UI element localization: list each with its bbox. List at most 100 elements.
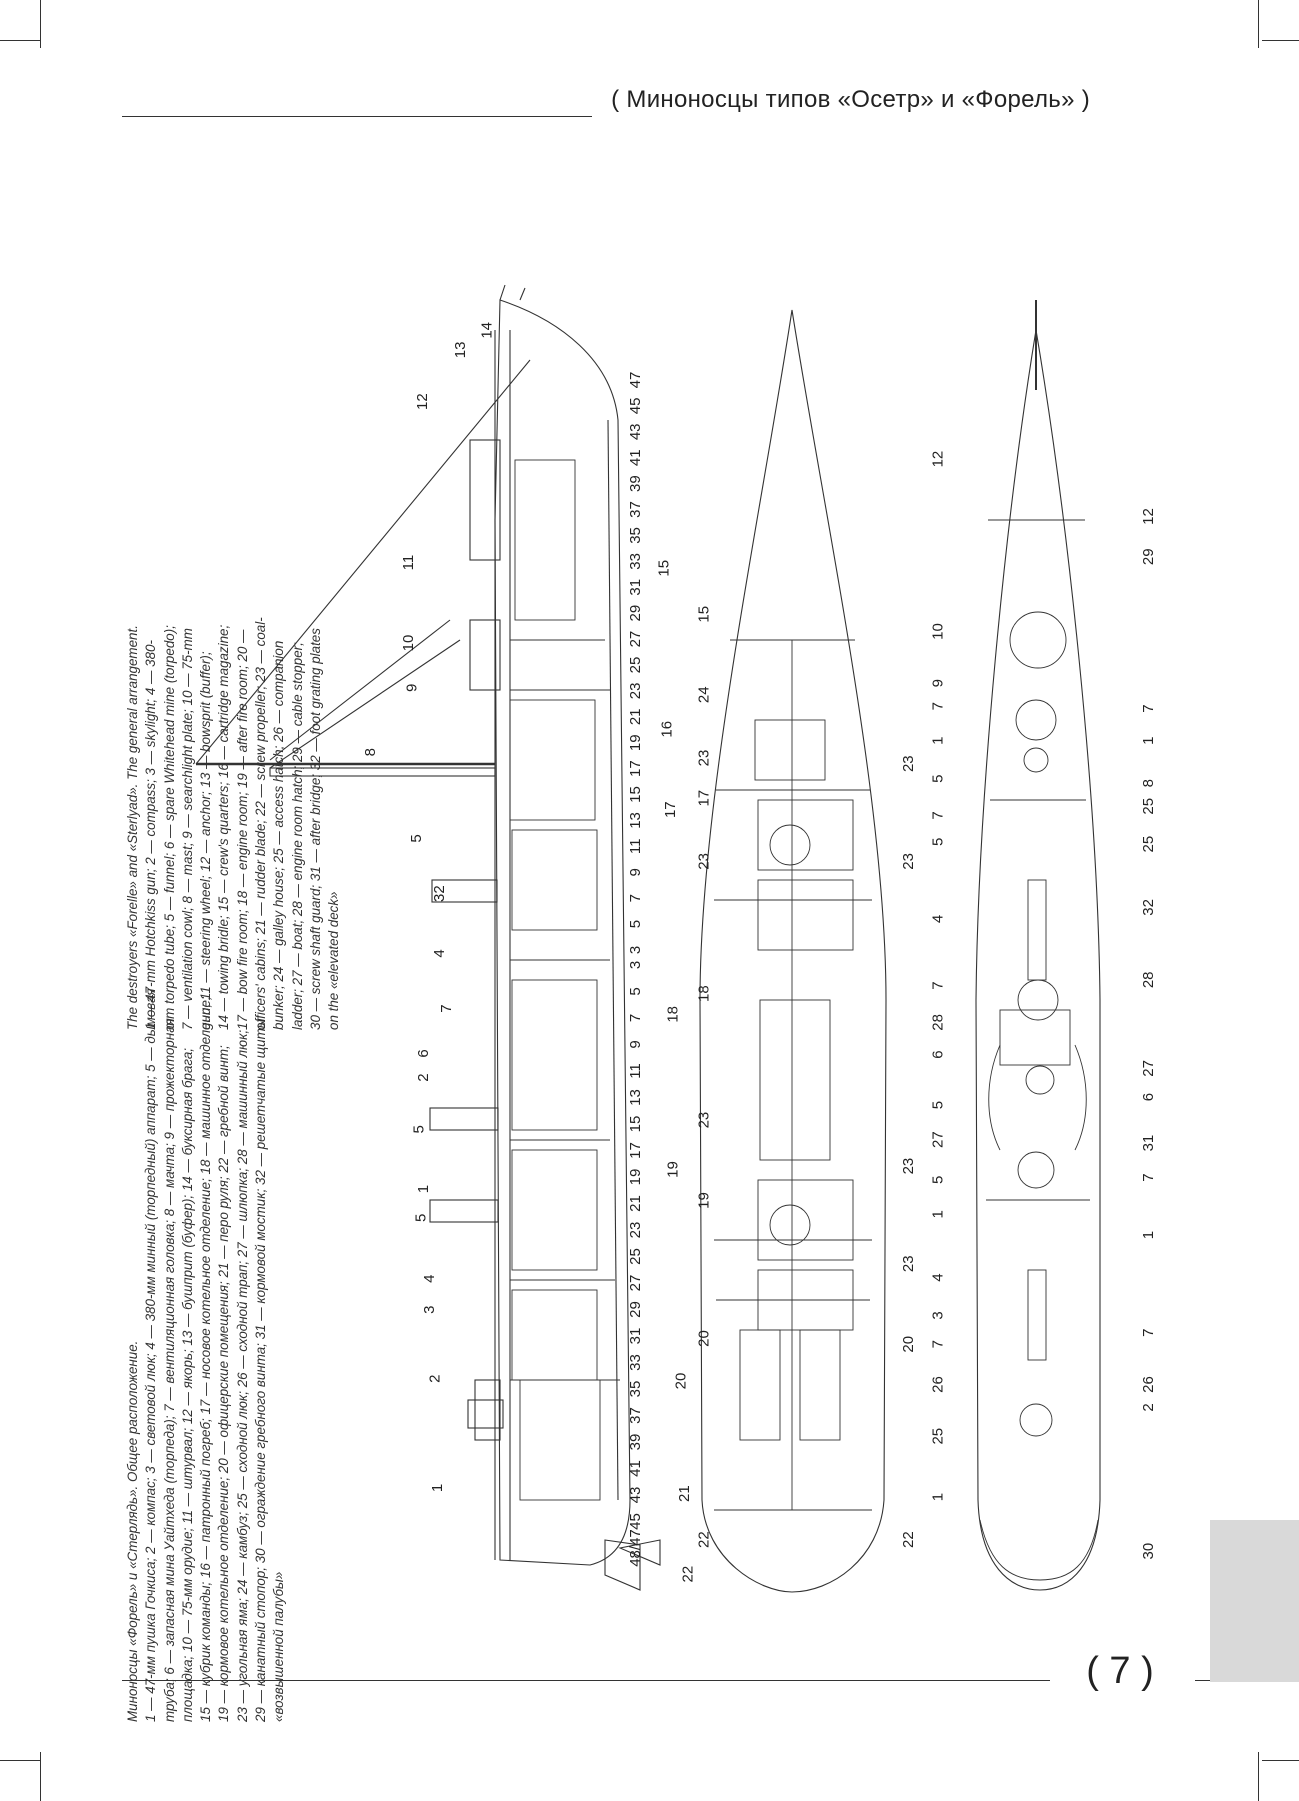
callout-number: 31 bbox=[627, 1328, 644, 1345]
callout-number: 6 bbox=[1140, 1093, 1157, 1101]
callout-number: 8 bbox=[362, 748, 379, 756]
top-view-drawing bbox=[975, 300, 1101, 1591]
callout-number: 22 bbox=[696, 1531, 713, 1548]
callout-number: 4 bbox=[930, 915, 947, 923]
callout-number: 35 bbox=[627, 527, 644, 544]
callout-number: 22 bbox=[900, 1531, 917, 1548]
callout-number: 15 bbox=[655, 560, 672, 577]
crop-mark bbox=[1262, 1760, 1299, 1761]
callout-number: 25 bbox=[627, 657, 644, 674]
callout-number: 39 bbox=[627, 1434, 644, 1451]
callout-number: 1 bbox=[930, 1210, 947, 1218]
callout-number: 12 bbox=[1140, 508, 1157, 525]
callout-number: 37 bbox=[627, 1407, 644, 1424]
propeller bbox=[618, 1539, 661, 1566]
running-header-title: ( Миноносцы типов «Осетр» и «Форель» ) bbox=[611, 86, 1090, 113]
callout-number: 4 bbox=[431, 949, 448, 957]
callout-number: 18 bbox=[664, 1006, 681, 1023]
callout-number: 15 bbox=[627, 786, 644, 803]
callout-number: 23 bbox=[900, 853, 917, 870]
callout-number: 20 bbox=[673, 1373, 690, 1390]
callout-number: 18 bbox=[696, 985, 713, 1002]
callout-number: 1 bbox=[1140, 737, 1157, 745]
callout-number: 1 bbox=[930, 737, 947, 745]
thumb-tab bbox=[1210, 1520, 1299, 1682]
callout-number: 5 bbox=[627, 987, 644, 995]
callout-number: 5 bbox=[408, 834, 425, 842]
callout-number: 5 bbox=[627, 920, 644, 928]
callout-number: 2 bbox=[1140, 1403, 1157, 1411]
callout-number: 29 bbox=[1140, 548, 1157, 565]
callout-number: 25 bbox=[930, 1428, 947, 1445]
deck-plan-drawing bbox=[699, 309, 887, 1593]
callout-number: 23 bbox=[900, 1158, 917, 1175]
bowsprit bbox=[499, 284, 526, 301]
callout-number: 1 bbox=[930, 1493, 947, 1501]
callout-number: 1 bbox=[429, 1484, 446, 1492]
crop-mark bbox=[40, 0, 41, 48]
callout-number: 23 bbox=[696, 1112, 713, 1129]
funnel bbox=[431, 879, 498, 903]
callout-number: 21 bbox=[676, 1485, 693, 1502]
callout-number: 23 bbox=[627, 683, 644, 700]
callout-number: 27 bbox=[627, 1275, 644, 1292]
rudder bbox=[604, 1539, 641, 1591]
callout-number: 23 bbox=[900, 1255, 917, 1272]
callout-number: 22 bbox=[679, 1566, 696, 1583]
callout-number: 7 bbox=[438, 1004, 455, 1012]
callout-number: 26 bbox=[930, 1376, 947, 1393]
callout-number: 32 bbox=[1140, 899, 1157, 916]
callout-number: 23 bbox=[696, 853, 713, 870]
callout-number: 29 bbox=[627, 1301, 644, 1318]
callout-number: 45 bbox=[627, 1513, 644, 1530]
callout-number: 9 bbox=[404, 684, 421, 692]
callout-number: 35 bbox=[627, 1381, 644, 1398]
callout-number: 25 bbox=[1140, 836, 1157, 853]
callout-number: 7 bbox=[930, 1340, 947, 1348]
crop-mark bbox=[1258, 1752, 1259, 1801]
header-rule bbox=[122, 116, 592, 117]
callout-number: 5 bbox=[410, 1125, 427, 1133]
callout-number: 11 bbox=[627, 839, 644, 855]
callout-number: 1 bbox=[415, 1185, 432, 1193]
callout-number: 48/47 bbox=[627, 1529, 644, 1567]
crop-mark bbox=[1262, 40, 1299, 41]
callout-number: 32 bbox=[431, 885, 448, 902]
callout-number: 6 bbox=[415, 1049, 432, 1057]
crop-mark bbox=[0, 40, 40, 41]
callout-number: 19 bbox=[627, 734, 644, 751]
callout-number: 1 bbox=[1140, 1231, 1157, 1239]
callout-number: 6 bbox=[930, 1050, 947, 1058]
callout-number: 43 bbox=[627, 423, 644, 440]
callout-number: 20 bbox=[900, 1336, 917, 1353]
callout-number: 12 bbox=[414, 393, 431, 410]
callout-number: 28 bbox=[1140, 971, 1157, 988]
callout-number: 25 bbox=[627, 1248, 644, 1265]
callout-number: 33 bbox=[627, 1354, 644, 1371]
callout-number: 7 bbox=[930, 811, 947, 819]
callout-number: 33 bbox=[627, 553, 644, 570]
callout-number: 23 bbox=[696, 750, 713, 767]
callout-number: 19 bbox=[664, 1161, 681, 1178]
callout-number: 27 bbox=[627, 631, 644, 648]
callout-number: 17 bbox=[627, 760, 644, 777]
callout-number: 28 bbox=[930, 1014, 947, 1031]
callout-number: 31 bbox=[627, 579, 644, 596]
callout-number: 41 bbox=[627, 1460, 644, 1477]
deck-plan-hull bbox=[699, 309, 887, 1593]
callout-number: 24 bbox=[696, 686, 713, 703]
callout-number: 39 bbox=[627, 475, 644, 492]
callout-number: 3 bbox=[421, 1306, 438, 1314]
callout-number: 23 bbox=[627, 1222, 644, 1239]
callout-number: 29 bbox=[627, 605, 644, 622]
callout-number: 5 bbox=[930, 1101, 947, 1109]
callout-number: 11 bbox=[627, 1063, 644, 1079]
callout-number: 45 bbox=[627, 398, 644, 415]
callout-number: 8 bbox=[1140, 779, 1157, 787]
callout-number: 27 bbox=[930, 1131, 947, 1148]
callout-number: 23 bbox=[900, 755, 917, 772]
callout-number: 19 bbox=[696, 1192, 713, 1209]
callout-number: 13 bbox=[452, 342, 469, 359]
callout-number: 20 bbox=[696, 1330, 713, 1347]
crop-mark bbox=[40, 1752, 41, 1801]
